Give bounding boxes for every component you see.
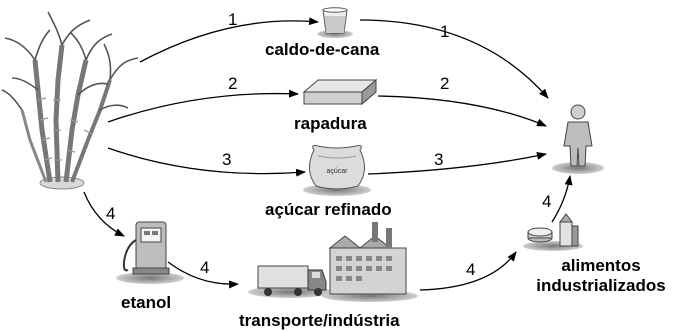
edge-label-4d: 4 xyxy=(542,192,552,211)
node-label-rapadura: rapadura xyxy=(294,114,367,133)
food-products-icon xyxy=(523,213,583,251)
fuel-pump-icon xyxy=(116,221,184,284)
person-icon xyxy=(552,104,604,174)
edge-label-1b: 1 xyxy=(440,22,450,41)
edge-label-2a: 2 xyxy=(228,74,238,93)
edge-label-3b: 3 xyxy=(434,150,444,169)
edge-label-4b: 4 xyxy=(200,258,210,277)
sugarcane-icon xyxy=(1,11,139,190)
glass-icon xyxy=(317,7,353,38)
node-label-alimentos-line1: alimentos xyxy=(561,256,641,275)
node-label-alimentos: alimentos industrializados xyxy=(521,256,681,296)
node-label-etanol: etanol xyxy=(121,293,172,312)
edge-label-4c: 4 xyxy=(466,260,476,279)
rapadura-block-icon xyxy=(302,78,378,106)
node-label-caldo: caldo-de-cana xyxy=(265,40,380,59)
edge-label-1a: 1 xyxy=(228,10,238,29)
node-label-transporte: transporte/indústria xyxy=(239,311,400,330)
sugar-bag-label: açúcar xyxy=(326,168,348,175)
factory-icon xyxy=(322,222,418,302)
edge-label-4a: 4 xyxy=(106,204,116,223)
edge-label-2b: 2 xyxy=(440,74,450,93)
node-label-acucar: açúcar refinado xyxy=(265,200,392,219)
edge-label-3a: 3 xyxy=(222,150,232,169)
sugar-bag-icon: açúcar xyxy=(303,145,371,196)
truck-icon xyxy=(248,265,332,298)
node-label-alimentos-line2: industrializados xyxy=(536,276,666,295)
